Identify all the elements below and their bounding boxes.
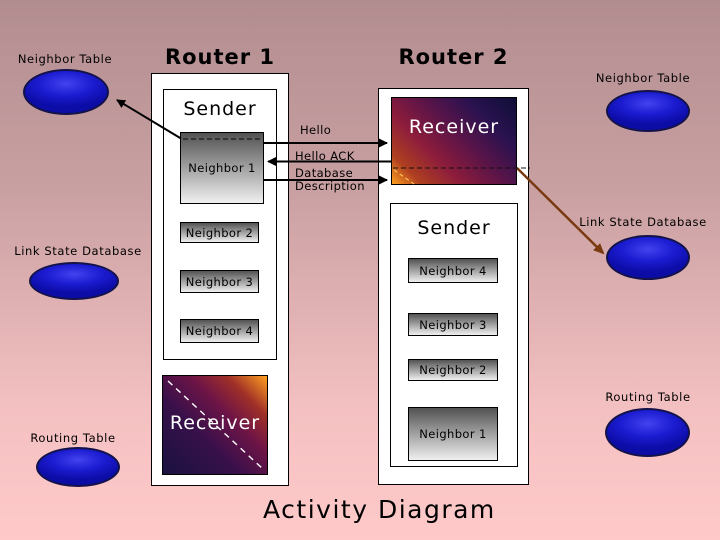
router2-neighbor-3: Neighbor 3 bbox=[408, 313, 498, 336]
message-label-description: Description bbox=[295, 179, 365, 193]
neighbor-table-label-left: Neighbor Table bbox=[17, 52, 113, 66]
link-state-database-arrow bbox=[516, 167, 605, 255]
link-state-database-label-right: Link State Database bbox=[579, 215, 707, 229]
message-label-database: Database bbox=[295, 166, 354, 180]
routing-table-label-right: Routing Table bbox=[605, 390, 691, 404]
link-state-database-label-left: Link State Database bbox=[14, 244, 142, 258]
router2-neighbor-2: Neighbor 2 bbox=[408, 359, 498, 381]
router2-receiver-title: Receiver bbox=[408, 116, 500, 138]
slide-title: Activity Diagram bbox=[263, 495, 496, 524]
neighbor-table-ellipse-left bbox=[23, 69, 109, 115]
link-state-database-ellipse-left bbox=[29, 262, 119, 300]
neighbor-table-ellipse-right bbox=[606, 90, 690, 132]
routing-table-ellipse-right bbox=[605, 408, 690, 457]
neighbor-table-label-right: Neighbor Table bbox=[595, 71, 691, 85]
router1-neighbor-2: Neighbor 2 bbox=[180, 222, 259, 243]
router1-neighbor-4: Neighbor 4 bbox=[180, 319, 259, 343]
router1-receiver-box: Receiver bbox=[162, 375, 268, 475]
router1-title: Router 1 bbox=[164, 45, 276, 69]
router1-neighbor-1: Neighbor 1 bbox=[180, 132, 264, 204]
router2-receiver-box: Receiver bbox=[391, 97, 517, 185]
router1-sender-title: Sender bbox=[183, 98, 257, 120]
router1-neighbor-3: Neighbor 3 bbox=[180, 270, 259, 293]
routing-table-ellipse-left bbox=[36, 447, 120, 487]
message-label-hello-ack: Hello ACK bbox=[295, 149, 355, 163]
router2-neighbor-4: Neighbor 4 bbox=[408, 258, 498, 283]
router1-receiver-title: Receiver bbox=[169, 412, 261, 434]
link-state-database-ellipse-right bbox=[606, 235, 690, 280]
router2-title: Router 2 bbox=[398, 45, 509, 69]
routing-table-label-left: Routing Table bbox=[30, 431, 116, 445]
router2-sender-title: Sender bbox=[417, 217, 491, 239]
message-label-hello: Hello bbox=[300, 123, 332, 137]
router2-neighbor-1: Neighbor 1 bbox=[408, 407, 498, 461]
